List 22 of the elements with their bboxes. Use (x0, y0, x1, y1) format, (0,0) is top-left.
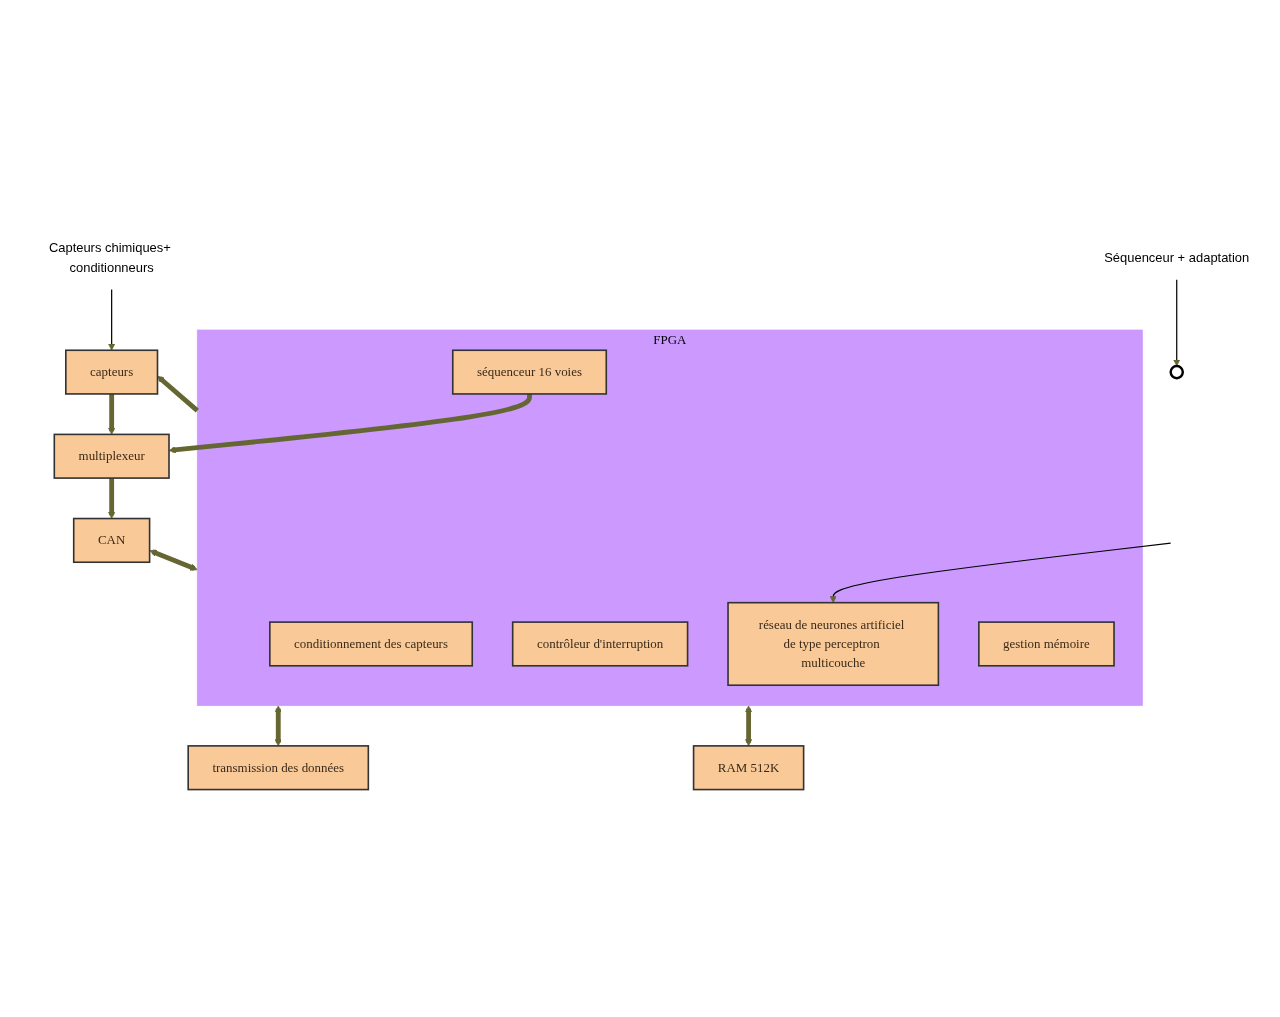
node-box: conditionnement des capteurs (269, 621, 474, 668)
arrow (108, 289, 116, 352)
arrow (829, 543, 1172, 604)
node-box: gestion mémoire (978, 621, 1115, 668)
arrow (108, 478, 116, 520)
node-box: contrôleur d'interruption (511, 621, 689, 668)
node-box: séquenceur 16 voies (451, 349, 608, 396)
node-box: réseau de neurones artificiel de type perceptron multicouche (727, 602, 940, 687)
arrow (149, 549, 198, 572)
node-box: multiplexeur (53, 434, 170, 480)
node-circle (1169, 365, 1184, 380)
arrow (745, 705, 753, 747)
arrow (1173, 279, 1181, 367)
node-text: Séquenceur + adaptation (1104, 251, 1250, 265)
node-text: Capteurs chimiques+ conditionneurs (48, 241, 171, 275)
arrow (274, 705, 282, 747)
node-box: transmission des données (187, 745, 370, 791)
node-box: CAN (72, 518, 151, 564)
node-box: RAM 512K (692, 745, 805, 791)
arrow (108, 394, 116, 436)
node-box: capteurs (65, 349, 159, 396)
arrow (157, 376, 199, 413)
